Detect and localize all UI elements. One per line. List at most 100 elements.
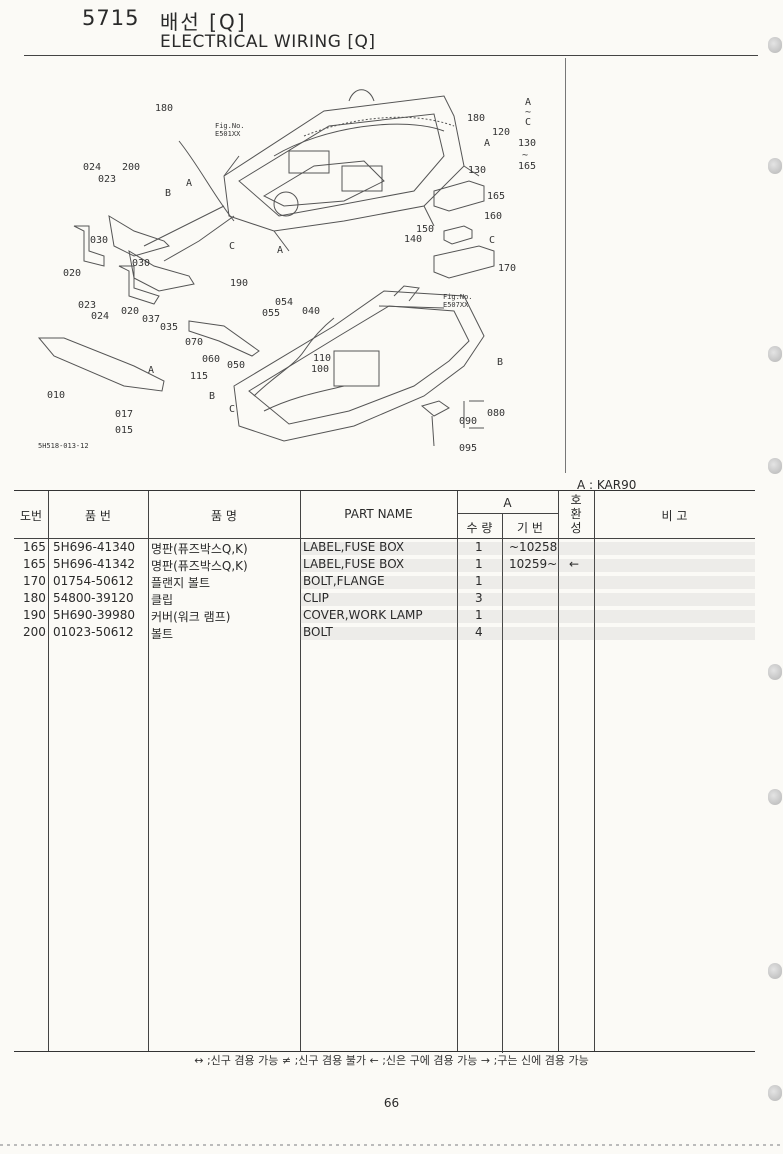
section-code: 5715: [82, 6, 140, 30]
scan-edge: [0, 1144, 783, 1146]
cell-serial: ~10258: [509, 540, 558, 554]
cell-drawing-no: 165: [23, 540, 46, 554]
header-remarks: 비 고: [661, 509, 688, 523]
binder-hole: [768, 346, 782, 362]
callout-023: 023: [98, 174, 117, 185]
callout-054: 054: [275, 297, 294, 308]
binder-hole: [768, 1085, 782, 1101]
cell-drawing-no: 190: [23, 608, 46, 622]
range-note-line: 130: [518, 138, 537, 149]
cell-quantity: 1: [475, 557, 483, 571]
range-note-line: C: [525, 117, 532, 128]
header-part-name: PART NAME: [344, 507, 413, 521]
cell-quantity: 3: [475, 591, 483, 605]
table-row: 190 5H690-39980 커버(워크 램프) COVER,WORK LAM…: [14, 608, 755, 625]
cell-part-no: 5H696-41340: [53, 540, 136, 554]
header-quantity: 수 량: [466, 521, 493, 535]
callout-180: 180: [155, 103, 174, 114]
cell-interchange: ←: [569, 557, 580, 571]
section-title-english: ELECTRICAL WIRING [Q]: [160, 32, 376, 52]
table-row: 165 5H696-41342 명판(퓨즈박스Q,K) LABEL,FUSE B…: [14, 557, 755, 574]
cell-drawing-no: 170: [23, 574, 46, 588]
cell-part-name: BOLT,FLANGE: [303, 574, 385, 588]
cell-drawing-no: 165: [23, 557, 46, 571]
cell-quantity: 1: [475, 540, 483, 554]
connector-letter: C: [229, 404, 236, 415]
connector-letter: B: [209, 391, 216, 402]
range-note-line: 165: [518, 161, 537, 172]
table-row: 170 01754-50612 플랜지 볼트 BOLT,FLANGE 1: [14, 574, 755, 591]
cell-part-name: BOLT: [303, 625, 333, 639]
header-drawing-no: 도번: [19, 509, 43, 523]
callout-090: 090: [459, 416, 478, 427]
callout-080: 080: [487, 408, 506, 419]
table-row: 180 54800-39120 클립 CLIP 3: [14, 591, 755, 608]
cell-part-name: COVER,WORK LAMP: [303, 608, 423, 622]
binder-hole: [768, 664, 782, 680]
range-note-line: ~: [522, 150, 529, 161]
connector-letter: B: [497, 357, 504, 368]
cell-name-korean: 클립: [151, 593, 174, 607]
callout-170: 170: [498, 263, 517, 274]
page-number: 66: [383, 1096, 400, 1110]
cell-part-name: LABEL,FUSE BOX: [303, 557, 405, 571]
section-title-korean: 배선 [Q]: [160, 10, 247, 34]
parts-table: 도번 품 번 품 명 PART NAME A 수 량 기 번 호 환 성 비 고…: [14, 490, 755, 1053]
model-key: A : KAR90: [577, 478, 637, 492]
range-note-line: ~: [525, 107, 532, 118]
cell-part-no: 01754-50612: [53, 574, 134, 588]
connector-letter: A: [484, 138, 491, 149]
cell-name-korean: 커버(워크 램프): [151, 610, 231, 624]
diagram-divider: [565, 58, 566, 473]
cell-quantity: 4: [475, 625, 483, 639]
connector-letter: B: [165, 188, 172, 199]
callout-020: 020: [63, 268, 82, 279]
callout-060: 060: [202, 354, 221, 365]
callout-020: 020: [121, 306, 140, 317]
header-interchangeability: 호 환 성: [570, 493, 582, 535]
cell-serial: 10259~: [509, 557, 558, 571]
callout-015: 015: [115, 425, 134, 436]
binder-hole: [768, 458, 782, 474]
callout-055: 055: [262, 308, 281, 319]
cell-quantity: 1: [475, 608, 483, 622]
exploded-parts-diagram: [37, 89, 495, 447]
callout-115: 115: [190, 371, 209, 382]
callout-050: 050: [227, 360, 246, 371]
binder-hole: [768, 158, 782, 174]
connector-letter: C: [489, 235, 496, 246]
table-row: 200 01023-50612 볼트 BOLT 4: [14, 625, 755, 642]
binder-hole: [768, 37, 782, 53]
callout-180: 180: [467, 113, 486, 124]
callout-190: 190: [230, 278, 249, 289]
drawing-id: 5H518-013-12: [38, 442, 89, 450]
cell-name-korean: 볼트: [151, 627, 174, 641]
callout-140: 140: [404, 234, 423, 245]
callout-010: 010: [47, 390, 66, 401]
callout-165: 165: [487, 191, 506, 202]
callout-037: 037: [142, 314, 161, 325]
callout-023: 023: [78, 300, 97, 311]
cell-quantity: 1: [475, 574, 483, 588]
callout-130: 130: [468, 165, 487, 176]
header-rule: [24, 55, 758, 56]
header-name-korean: 품 명: [211, 509, 237, 523]
cell-name-korean: 명판(퓨즈박스Q,K): [151, 559, 248, 573]
cell-part-name: LABEL,FUSE BOX: [303, 540, 405, 554]
cell-name-korean: 명판(퓨즈박스Q,K): [151, 542, 248, 556]
callout-110: 110: [313, 353, 332, 364]
connector-letter: A: [277, 245, 284, 256]
figure-reference: Fig.No. E507XX: [443, 293, 473, 309]
binder-hole: [768, 963, 782, 979]
cell-part-no: 5H690-39980: [53, 608, 136, 622]
callout-040: 040: [302, 306, 321, 317]
callout-017: 017: [115, 409, 134, 420]
cell-part-no: 54800-39120: [53, 591, 134, 605]
callout-030: 030: [90, 235, 109, 246]
callout-160: 160: [484, 211, 503, 222]
callout-030: 030: [132, 258, 151, 269]
header-serial: 기 번: [517, 521, 543, 535]
header-group-a: A: [503, 496, 512, 510]
cell-drawing-no: 180: [23, 591, 46, 605]
connector-letter: C: [229, 241, 236, 252]
